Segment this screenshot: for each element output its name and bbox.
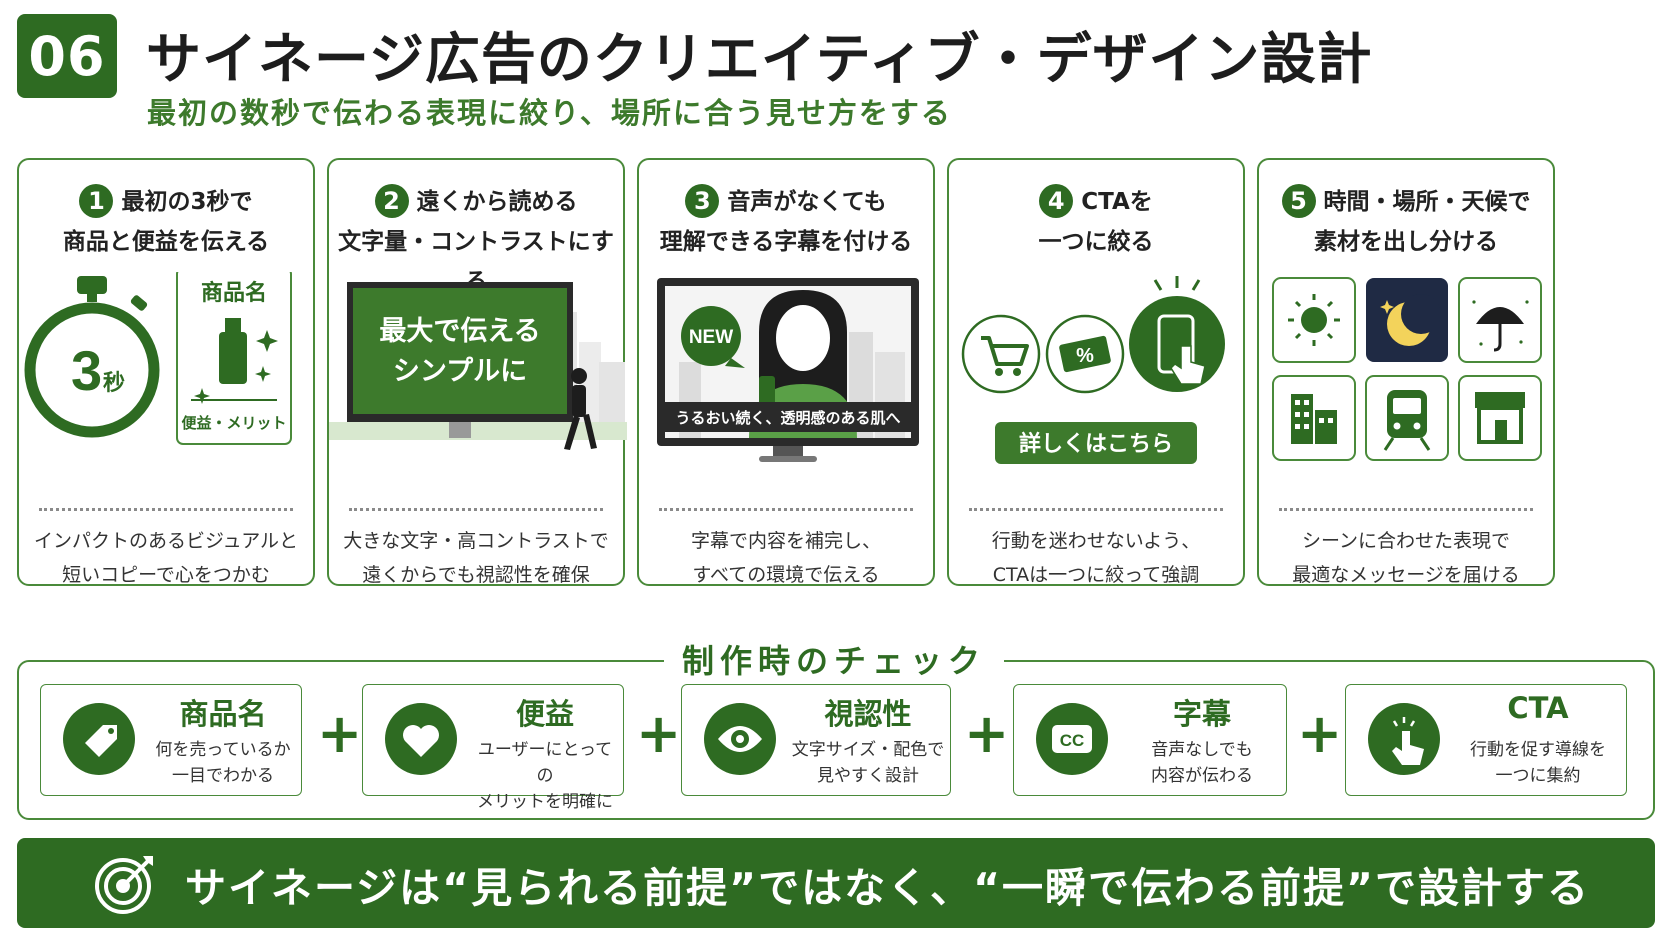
product-name-label: 商品名 bbox=[201, 280, 267, 306]
cta-button-label: 詳しくはこちら bbox=[1019, 431, 1173, 457]
card-description: シーンに合わせた表現で 最適なメッセージを届ける bbox=[1292, 530, 1520, 586]
card-illustration bbox=[1259, 272, 1553, 492]
svg-text:秒: 秒 bbox=[103, 371, 125, 396]
plus-sign: + bbox=[964, 702, 1010, 765]
section-number-badge: 06 bbox=[17, 14, 117, 98]
svg-text:CC: CC bbox=[1060, 731, 1085, 750]
woman-icon bbox=[749, 290, 857, 438]
divider bbox=[1279, 508, 1533, 511]
sun-icon bbox=[1272, 277, 1356, 363]
check-item-cta: CTA 行動を促す導線を一つに集約 bbox=[1345, 684, 1627, 796]
key-message-banner: サイネージは“見られる前提”ではなく、“一瞬で伝わる前提”で設計する bbox=[17, 838, 1655, 928]
page-title: サイネージ広告のクリエイティブ・デザイン設計 bbox=[146, 27, 1373, 91]
sign-line-2: シンプルに bbox=[393, 356, 527, 387]
check-item-product-name: 商品名 何を売っているか一目でわかる bbox=[40, 684, 302, 796]
cta-illustration: % 詳しくはこちら bbox=[961, 276, 1225, 464]
card-illustration: % 詳しくはこちら bbox=[949, 272, 1243, 492]
walking-person-icon bbox=[564, 368, 597, 450]
divider bbox=[349, 508, 603, 511]
plus-sign: + bbox=[1297, 702, 1343, 765]
svg-text:%: % bbox=[1076, 345, 1094, 367]
tap-icon bbox=[1368, 703, 1440, 775]
check-item-visibility: 視認性 文字サイズ・配色で見やすく設計 bbox=[681, 684, 951, 796]
smartphone-tap-icon bbox=[1129, 276, 1225, 392]
step-number: 3 bbox=[685, 183, 720, 218]
svg-text:3: 3 bbox=[71, 339, 102, 402]
eye-icon bbox=[704, 703, 776, 775]
card-description: インパクトのあるビジュアルと 短いコピーで心をつかむ bbox=[33, 530, 299, 586]
subtitle-caption: うるおい続く、透明感のある肌へ bbox=[675, 409, 900, 427]
step-number: 2 bbox=[374, 183, 409, 218]
benefit-label: 便益・メリット bbox=[181, 414, 286, 432]
new-badge: NEW bbox=[689, 327, 733, 348]
step-number: 1 bbox=[79, 183, 114, 218]
target-icon bbox=[95, 856, 153, 914]
card-description: 行動を迷わせないよう、 CTAは一つに絞って強調 bbox=[991, 530, 1201, 586]
tag-icon bbox=[63, 703, 135, 775]
sign-line-1: 最大で伝える bbox=[379, 316, 540, 347]
divider bbox=[39, 508, 293, 511]
cart-icon bbox=[961, 314, 1041, 394]
card-illustration: 3 秒 商品名 便益・メリット bbox=[19, 267, 313, 492]
divider bbox=[659, 508, 913, 511]
check-item-subtitles: CC 字幕 音声なしでも内容が伝わる bbox=[1013, 684, 1287, 796]
plus-sign: + bbox=[317, 702, 363, 765]
card-illustration: 最大で伝える シンプルに bbox=[329, 272, 627, 492]
coupon-icon: % bbox=[1045, 314, 1125, 394]
stopwatch-icon: 3 秒 商品名 便益・メリット bbox=[24, 267, 292, 445]
card-illustration: NEW うるおい続く、透明感のある肌へ bbox=[639, 272, 933, 492]
checklist-title: 制作時のチェック bbox=[664, 636, 1005, 682]
key-message-text: サイネージは“見られる前提”ではなく、“一瞬で伝わる前提”で設計する bbox=[185, 864, 1590, 912]
card-description: 大きな文字・高コントラストで 遠くからでも視認性を確保 bbox=[343, 530, 609, 586]
step-number: 4 bbox=[1039, 183, 1074, 218]
card-description: 字幕で内容を補完し、 すべての環境で伝える bbox=[690, 530, 881, 586]
divider bbox=[969, 508, 1223, 511]
train-icon bbox=[1365, 375, 1449, 461]
monitor-illustration: NEW うるおい続く、透明感のある肌へ bbox=[657, 278, 919, 462]
store-icon bbox=[1458, 375, 1542, 461]
billboard-illustration: 最大で伝える シンプルに bbox=[329, 282, 627, 450]
step-number: 5 bbox=[1281, 183, 1316, 218]
umbrella-icon bbox=[1458, 277, 1542, 363]
check-item-benefit: 便益 ユーザーにとってのメリットを明確に bbox=[362, 684, 624, 812]
moon-icon bbox=[1366, 278, 1448, 362]
page-subtitle: 最初の数秒で伝わる表現に絞り、場所に合う見せ方をする bbox=[147, 96, 952, 130]
cc-icon: CC bbox=[1036, 703, 1108, 775]
building-icon bbox=[1272, 375, 1356, 461]
plus-sign: + bbox=[636, 702, 682, 765]
heart-icon bbox=[385, 703, 457, 775]
